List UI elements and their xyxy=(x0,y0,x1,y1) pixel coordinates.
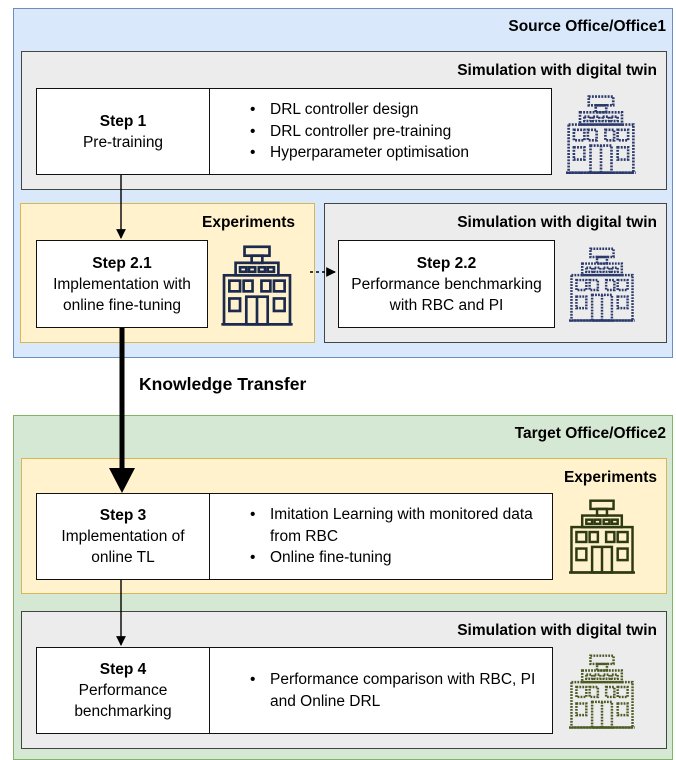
building-dashed-icon xyxy=(566,95,636,174)
list-item: Performance comparison with RBC, PI and … xyxy=(248,669,548,712)
list-item: DRL controller pre-training xyxy=(248,121,548,143)
step3-bullet-list: Imitation Learning with monitored data f… xyxy=(248,494,544,579)
step21-line2: online fine-tuning xyxy=(62,296,182,314)
step1-number: Step 1 xyxy=(99,112,147,130)
list-item: DRL controller design xyxy=(248,99,548,121)
step1-box: Step 1 Pre-training DRL controller desig… xyxy=(36,88,552,175)
step4-box: Step 4 Performance benchmarking Performa… xyxy=(36,647,553,734)
simulation-panel-1-title: Simulation with digital twin xyxy=(457,62,657,79)
step3-number: Step 3 xyxy=(99,507,147,524)
step4-line2: benchmarking xyxy=(74,703,172,720)
source-office-title: Source Office/Office1 xyxy=(508,18,666,35)
step3-line2: online TL xyxy=(91,549,155,566)
building-solid-icon xyxy=(219,245,295,326)
list-item: Online fine-tuning xyxy=(248,547,544,569)
building-dashed-icon xyxy=(569,654,635,729)
step21-line1: Implementation with xyxy=(53,275,191,293)
step22-line1: Performance benchmarking xyxy=(351,275,542,293)
building-solid-icon xyxy=(569,499,635,574)
knowledge-transfer-label: Knowledge Transfer xyxy=(139,374,307,394)
step3-box: Step 3 Implementation of online TL Imita… xyxy=(36,493,553,580)
target-office-title: Target Office/Office2 xyxy=(514,425,666,442)
step1-label-cell: Step 1 Pre-training xyxy=(37,89,210,174)
step4-line1: Performance xyxy=(78,682,168,699)
list-item: Hyperparameter optimisation xyxy=(248,142,548,164)
experiments-panel-1-title: Experiments xyxy=(202,214,296,231)
step22-line2: with RBC and PI xyxy=(389,296,504,314)
step3-line1: Implementation of xyxy=(61,528,185,545)
list-item: Imitation Learning with monitored data f… xyxy=(248,504,544,547)
step21-label-cell: Step 2.1 Implementation with online fine… xyxy=(37,241,207,327)
step4-label-cell: Step 4 Performance benchmarking xyxy=(37,648,210,733)
step3-label-cell: Step 3 Implementation of online TL xyxy=(37,494,210,579)
step22-label-cell: Step 2.2 Performance benchmarking with R… xyxy=(339,241,554,327)
step21-number: Step 2.1 xyxy=(92,254,152,272)
knowledge-transfer-arrow xyxy=(109,328,135,493)
experiments-panel-2-title: Experiments xyxy=(563,469,657,486)
step22-box: Step 2.2 Performance benchmarking with R… xyxy=(338,240,555,328)
step22-number: Step 2.2 xyxy=(416,254,477,272)
step1-bullet-list: DRL controller design DRL controller pre… xyxy=(248,89,548,174)
step4-number: Step 4 xyxy=(99,661,147,678)
simulation-panel-3-title: Simulation with digital twin xyxy=(457,622,657,639)
step4-bullet-list: Performance comparison with RBC, PI and … xyxy=(248,648,548,733)
step1-name: Pre-training xyxy=(82,133,164,151)
simulation-panel-2-title: Simulation with digital twin xyxy=(457,214,657,231)
step21-box: Step 2.1 Implementation with online fine… xyxy=(36,240,208,328)
building-dashed-icon xyxy=(569,247,635,322)
